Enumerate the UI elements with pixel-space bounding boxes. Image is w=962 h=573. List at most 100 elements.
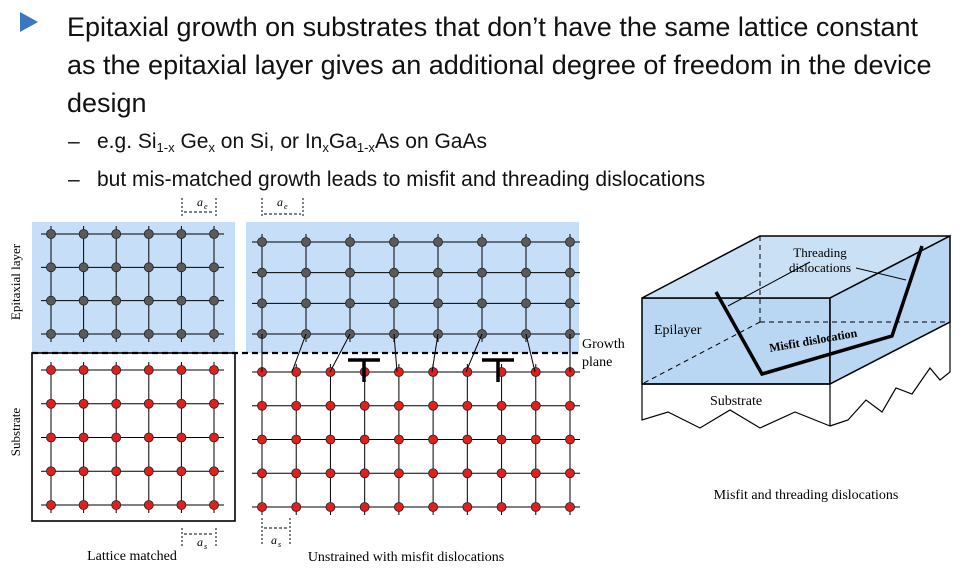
sub-mid-atom: [257, 502, 267, 512]
sub-mid-atom: [257, 400, 267, 411]
sub-bullet-dash: –: [68, 168, 80, 191]
plane-label: plane: [582, 355, 612, 370]
epi-left-atom: [176, 262, 187, 273]
main-bullet-text: Epitaxial growth on substrates that don’…: [67, 12, 932, 118]
sub-left-atom: [143, 466, 154, 477]
threading-dislocation-diagram: Threading dislocations Epilayer Misfit d…: [641, 234, 951, 503]
epi-left-atom: [46, 229, 56, 239]
epi-region-left: [32, 222, 235, 353]
threading-label-2: dislocations: [789, 260, 851, 275]
sub-mid-atom: [359, 400, 370, 411]
sub-mid-atom: [325, 434, 336, 445]
epi-mid-atom: [257, 237, 267, 247]
sub-left-atom: [46, 500, 56, 510]
as-marker-middle: a s: [261, 518, 291, 549]
sub-mid-atom: [496, 468, 507, 479]
sub-mid-atom: [359, 468, 370, 479]
sub-left-atom: [209, 466, 219, 477]
sub-mid-atom: [393, 400, 404, 411]
sub-mid-atom: [530, 367, 541, 377]
growth-label: Growth: [582, 337, 625, 352]
epi-left-atom: [143, 229, 154, 239]
sub-left-atom: [176, 432, 187, 443]
sub-left-atom: [111, 365, 122, 375]
sub-bullet-text: e.g. Si1-x Gex on Si, or InxGa1-xAs on G…: [97, 130, 487, 155]
sub-left-atom: [176, 365, 187, 375]
epi-mid-atom: [477, 267, 487, 278]
sub-mid-atom: [462, 502, 473, 512]
sub-mid-atom: [291, 400, 302, 411]
sub-left-atom: [46, 398, 56, 409]
epi-mid-atom: [433, 237, 443, 247]
epi-mid-atom: [477, 237, 487, 247]
sub-left-atom: [78, 466, 89, 477]
sub-left-atom: [209, 500, 219, 510]
epi-left-atom: [176, 229, 187, 239]
sub-mid-atom: [257, 434, 267, 445]
sub-mid-atom: [530, 400, 541, 411]
sub-mid-atom: [530, 468, 541, 479]
epi-left-atom: [143, 329, 154, 339]
sub-mid-atom: [291, 502, 302, 512]
interface-bond: [525, 333, 536, 373]
epi-left-atom: [143, 262, 154, 273]
sub-mid-atom: [325, 400, 336, 411]
caption-threading: Misfit and threading dislocations: [714, 488, 899, 503]
epi-left-atom: [111, 262, 122, 273]
sub-mid-atom: [496, 502, 507, 512]
epi-left-atom: [78, 229, 89, 239]
sub-mid-atom: [462, 468, 473, 479]
epi-mid-atom: [389, 267, 399, 278]
interface-bond: [329, 333, 351, 373]
sub-left-atom: [78, 500, 89, 510]
sub-left-atom: [176, 398, 187, 409]
epi-left-atom: [46, 262, 56, 273]
caption-unstrained: Unstrained with misfit dislocations: [308, 550, 504, 565]
sub-mid-atom: [393, 502, 404, 512]
sub-mid-atom: [428, 468, 439, 479]
caption-lattice-matched: Lattice matched: [87, 549, 177, 564]
sub-left-atom: [143, 500, 154, 510]
epi-mid-atom: [565, 237, 575, 247]
sub-left-atom: [209, 398, 219, 409]
sub-mid-atom: [291, 468, 302, 479]
epi-left-atom: [46, 295, 56, 306]
sub-mid-atom: [428, 400, 439, 411]
sub-bullet-dash: –: [68, 130, 80, 153]
epi-mid-atom: [257, 267, 267, 278]
sub-mid-atom: [530, 434, 541, 445]
epi-left-atom: [209, 295, 219, 306]
epi-mid-atom: [477, 298, 487, 309]
sub-left-atom: [143, 432, 154, 443]
epi-left-atom: [143, 295, 154, 306]
sub-mid-atom: [325, 468, 336, 479]
epi-mid-atom: [345, 237, 355, 247]
sub-left-atom: [46, 466, 56, 477]
epi-mid-atom: [301, 298, 311, 309]
sub-left-atom: [111, 398, 122, 409]
sub-mid-atom: [428, 502, 439, 512]
epi-left-atom: [46, 329, 56, 339]
epi-left-atom: [209, 229, 219, 239]
epitaxial-layer-label: Epitaxial layer: [8, 243, 23, 320]
sub-mid-atom: [428, 434, 439, 445]
epi-mid-atom: [565, 298, 575, 309]
sub-left-atom: [111, 500, 122, 510]
epi-left-atom: [78, 329, 89, 339]
epilayer-label: Epilayer: [654, 323, 702, 338]
threading-label-1: Threading: [793, 245, 847, 260]
sub-left-atom: [78, 432, 89, 443]
svg-text:s: s: [204, 542, 207, 551]
sub-mid-atom: [530, 502, 541, 512]
epi-left-atom: [111, 295, 122, 306]
sub-mid-atom: [291, 367, 302, 377]
sub-mid-atom: [496, 400, 507, 411]
sub-left-atom: [209, 432, 219, 443]
epi-mid-atom: [521, 237, 531, 247]
epi-mid-atom: [345, 267, 355, 278]
svg-text:a: a: [197, 195, 203, 209]
epi-mid-atom: [301, 237, 311, 247]
sub-mid-atom: [359, 434, 370, 445]
sub-left-atom: [46, 432, 56, 443]
